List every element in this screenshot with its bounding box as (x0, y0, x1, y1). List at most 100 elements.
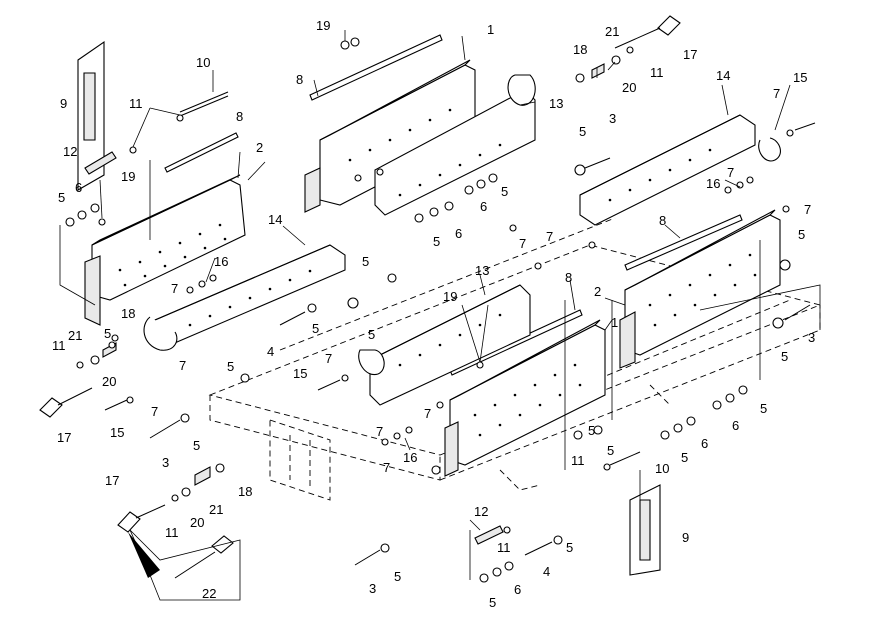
callout-6: 6 (480, 199, 487, 214)
callout-13: 13 (475, 263, 489, 278)
part-17-bolts (39, 15, 681, 601)
callout-17: 17 (57, 430, 71, 445)
callout-20: 20 (622, 80, 636, 95)
callout-6: 6 (455, 226, 462, 241)
callout-21: 21 (209, 502, 223, 517)
callout-8: 8 (565, 270, 572, 285)
callout-5: 5 (193, 438, 200, 453)
callout-3: 3 (808, 330, 815, 345)
callout-labels: 1 1 2 2 3 3 3 3 4 4 5 5 5 5 5 5 5 5 5 5 … (52, 18, 815, 610)
callout-5: 5 (588, 423, 595, 438)
callout-20: 20 (102, 374, 116, 389)
callout-16: 16 (403, 450, 417, 465)
callout-11: 11 (571, 453, 585, 468)
leader-lines (59, 30, 821, 580)
callout-15: 15 (110, 425, 124, 440)
callout-7: 7 (376, 424, 383, 439)
part-9-right (629, 484, 661, 576)
lower-middle-frame (444, 319, 606, 477)
callout-22: 22 (202, 586, 216, 601)
callout-9: 9 (682, 530, 689, 545)
callout-14: 14 (716, 68, 730, 83)
callout-7: 7 (804, 202, 811, 217)
part-8-rods (164, 34, 743, 376)
callout-16: 16 (214, 254, 228, 269)
callout-6: 6 (514, 582, 521, 597)
callout-18: 18 (238, 484, 252, 499)
callout-3: 3 (162, 455, 169, 470)
callout-5: 5 (368, 327, 375, 342)
callout-5: 5 (781, 349, 788, 364)
callout-5: 5 (489, 595, 496, 610)
callout-16: 16 (706, 176, 720, 191)
callout-7: 7 (383, 460, 390, 475)
callout-5: 5 (312, 321, 319, 336)
callout-5: 5 (681, 450, 688, 465)
callout-5: 5 (362, 254, 369, 269)
callout-7: 7 (424, 406, 431, 421)
callout-5: 5 (566, 540, 573, 555)
callout-19: 19 (316, 18, 330, 33)
upper-middle-frame (304, 59, 536, 216)
callout-12: 12 (474, 504, 488, 519)
callout-5: 5 (579, 124, 586, 139)
callout-7: 7 (519, 236, 526, 251)
callout-11: 11 (650, 65, 664, 80)
upper-left-frame (84, 174, 246, 326)
callout-2: 2 (594, 284, 601, 299)
callout-10: 10 (196, 55, 210, 70)
callout-18: 18 (573, 42, 587, 57)
callout-7: 7 (151, 404, 158, 419)
callout-14: 14 (268, 212, 282, 227)
callout-5: 5 (798, 227, 805, 242)
callout-21: 21 (68, 328, 82, 343)
callout-11: 11 (497, 540, 511, 555)
callout-2: 2 (256, 140, 263, 155)
callout-4: 4 (267, 344, 274, 359)
callout-6: 6 (75, 180, 82, 195)
right-tray-14 (579, 114, 781, 226)
callout-9: 9 (60, 96, 67, 111)
callout-21: 21 (605, 24, 619, 39)
callout-3: 3 (609, 111, 616, 126)
callout-11: 11 (52, 338, 66, 353)
callout-8: 8 (296, 72, 303, 87)
callout-19: 19 (443, 289, 457, 304)
callout-12: 12 (63, 144, 77, 159)
part-12-left (84, 151, 117, 175)
callout-17: 17 (105, 473, 119, 488)
callout-4: 4 (543, 564, 550, 579)
callout-5: 5 (760, 401, 767, 416)
callout-5: 5 (58, 190, 65, 205)
callout-7: 7 (773, 86, 780, 101)
callout-6: 6 (701, 436, 708, 451)
callout-8: 8 (659, 213, 666, 228)
callout-19: 19 (121, 169, 135, 184)
callout-6: 6 (732, 418, 739, 433)
callout-5: 5 (104, 326, 111, 341)
right-frame-2 (619, 209, 781, 369)
left-tray-14 (143, 244, 346, 351)
callout-5: 5 (501, 184, 508, 199)
callout-5: 5 (433, 234, 440, 249)
callout-10: 10 (655, 461, 669, 476)
part-9-left (77, 40, 105, 191)
lower-middle-tray-13 (358, 284, 531, 406)
callout-7: 7 (325, 351, 332, 366)
callout-15: 15 (793, 70, 807, 85)
callout-7: 7 (171, 281, 178, 296)
callout-13: 13 (549, 96, 563, 111)
callout-7: 7 (179, 358, 186, 373)
callout-8: 8 (236, 109, 243, 124)
callout-7: 7 (546, 229, 553, 244)
part-12-lower (474, 525, 504, 545)
callout-17: 17 (683, 47, 697, 62)
callout-7: 7 (727, 165, 734, 180)
callout-5: 5 (227, 359, 234, 374)
callout-1: 1 (487, 22, 494, 37)
callout-3: 3 (369, 581, 376, 596)
callout-20: 20 (190, 515, 204, 530)
callout-15: 15 (293, 366, 307, 381)
